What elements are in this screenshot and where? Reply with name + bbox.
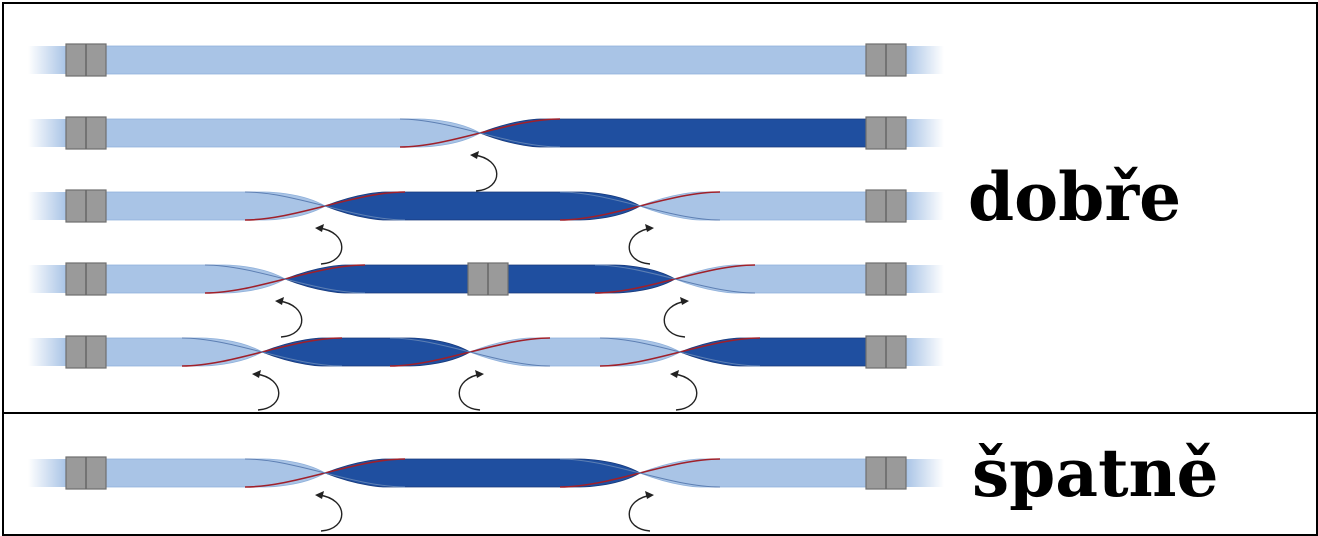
middle-connector-4 xyxy=(467,262,509,296)
left-connector-3 xyxy=(65,189,107,223)
twist-arrow-3-2-head xyxy=(645,224,654,232)
twist-arrow-3-2 xyxy=(628,227,653,265)
twist-arrow-6-1-head xyxy=(315,491,324,499)
twist-arrow-4-1-head xyxy=(275,297,284,305)
left-connector-2 xyxy=(65,116,107,150)
twist-arrow-5-3-head xyxy=(670,370,679,378)
twist-arrow-5-1 xyxy=(255,373,280,411)
twist-arrow-2-1 xyxy=(473,154,498,192)
right-connector-2 xyxy=(865,116,907,150)
strip-3 xyxy=(28,191,944,221)
left-connector-1 xyxy=(65,43,107,77)
good-label: dobře xyxy=(968,158,1182,236)
twist-arrow-6-2-head xyxy=(645,491,654,499)
right-connector-4 xyxy=(865,262,907,296)
right-connector-3 xyxy=(865,189,907,223)
left-connector-6 xyxy=(65,456,107,490)
strip-4 xyxy=(28,264,944,294)
strip-6 xyxy=(28,458,944,488)
twist-arrow-3-1 xyxy=(318,227,343,265)
strip-1 xyxy=(28,45,944,75)
twist-arrow-4-2 xyxy=(663,300,688,338)
right-connector-5 xyxy=(865,335,907,369)
twist-arrow-4-2-head xyxy=(680,297,689,305)
bad-label: špatně xyxy=(972,434,1219,512)
twist-arrow-5-1-head xyxy=(252,370,261,378)
twist-arrow-6-2 xyxy=(628,494,653,532)
twist-arrow-5-3 xyxy=(673,373,698,411)
twist-arrow-2-1-head xyxy=(470,151,479,159)
twist-arrow-3-1-head xyxy=(315,224,324,232)
twist-arrow-6-1 xyxy=(318,494,343,532)
left-connector-4 xyxy=(65,262,107,296)
strip-5 xyxy=(28,337,944,367)
twist-arrow-5-2 xyxy=(458,373,483,411)
right-connector-6 xyxy=(865,456,907,490)
strip-2 xyxy=(28,118,944,148)
left-connector-5 xyxy=(65,335,107,369)
twist-arrow-5-2-head xyxy=(475,370,484,378)
twist-arrow-4-1 xyxy=(278,300,303,338)
right-connector-1 xyxy=(865,43,907,77)
